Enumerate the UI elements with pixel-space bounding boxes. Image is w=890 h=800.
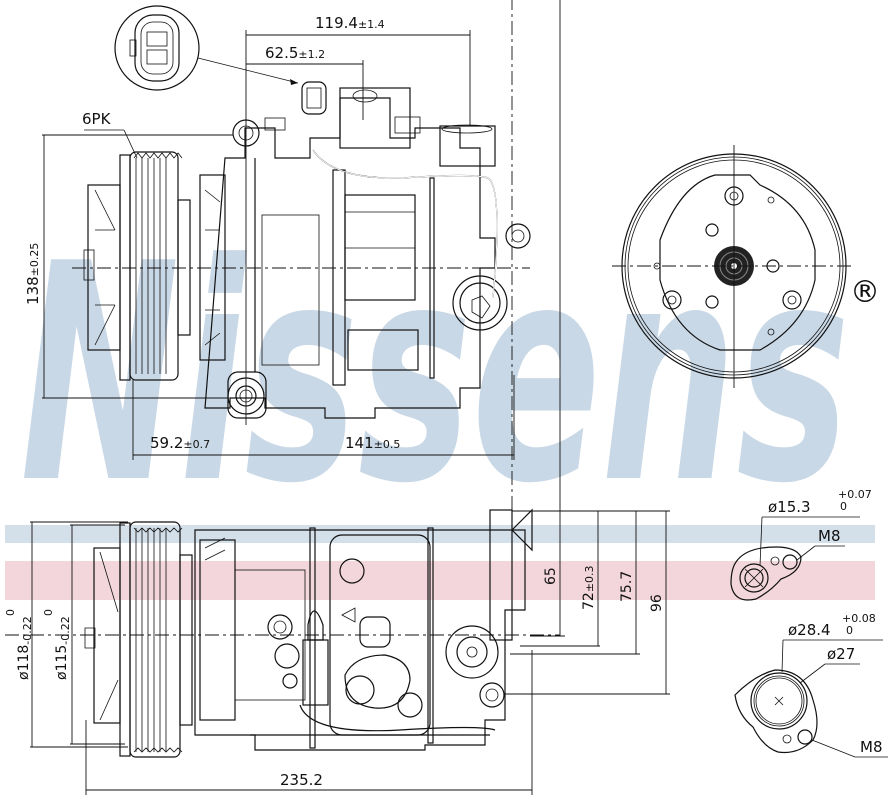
dim-138: 138±0.25: [24, 243, 42, 305]
dim-119-4: 119.4±1.4: [315, 14, 385, 32]
dim-75-7: 75.7: [619, 571, 635, 602]
small-port-thread: M8: [818, 527, 841, 545]
small-port-tol-upper: +0.07: [838, 488, 872, 501]
belt-label-6pk: 6PK: [82, 110, 112, 128]
large-port-tol-lower: 0: [846, 624, 853, 637]
large-port-detail: ø28.4 +0.08 0 ø27 M8: [734, 612, 888, 758]
brand-watermark: Nissens: [20, 200, 850, 549]
bottom-side-view: ø118-0.22 0 ø115-0.22 0 235.2 65 72±0.3 …: [4, 0, 670, 795]
registered-mark: ®: [850, 275, 880, 310]
dim-96: 96: [649, 594, 665, 612]
small-port-detail: ø15.3 +0.07 0 M8: [730, 488, 872, 601]
dim-65: 65: [543, 567, 559, 585]
dim-dia-115-tol-upper: 0: [42, 609, 55, 616]
dim-dia-115: ø115-0.22: [54, 616, 72, 680]
dim-dia-118: ø118-0.22: [16, 616, 34, 680]
dim-141: 141±0.5: [345, 434, 400, 452]
top-side-view: 119.4±1.4 62.5±1.2 6PK 138±0.25 59.2±0.7…: [24, 5, 531, 460]
large-port-diameter-outer: ø28.4: [788, 621, 831, 639]
dim-dia-118-tol-upper: 0: [4, 609, 17, 616]
flag-band-pink: [5, 561, 875, 600]
connector-detail-circle: [114, 5, 200, 91]
small-port-tol-lower: 0: [840, 500, 847, 513]
large-port-tol-upper: +0.08: [842, 612, 876, 625]
dim-72: 72±0.3: [581, 565, 597, 610]
dim-59-2: 59.2±0.7: [150, 434, 210, 452]
small-port-diameter: ø15.3: [768, 498, 811, 516]
dim-235-2: 235.2: [280, 771, 323, 789]
large-port-diameter-inner: ø27: [827, 645, 855, 663]
large-port-thread: M8: [860, 738, 883, 756]
dim-62-5: 62.5±1.2: [265, 44, 325, 62]
front-clutch-view: [612, 145, 855, 388]
